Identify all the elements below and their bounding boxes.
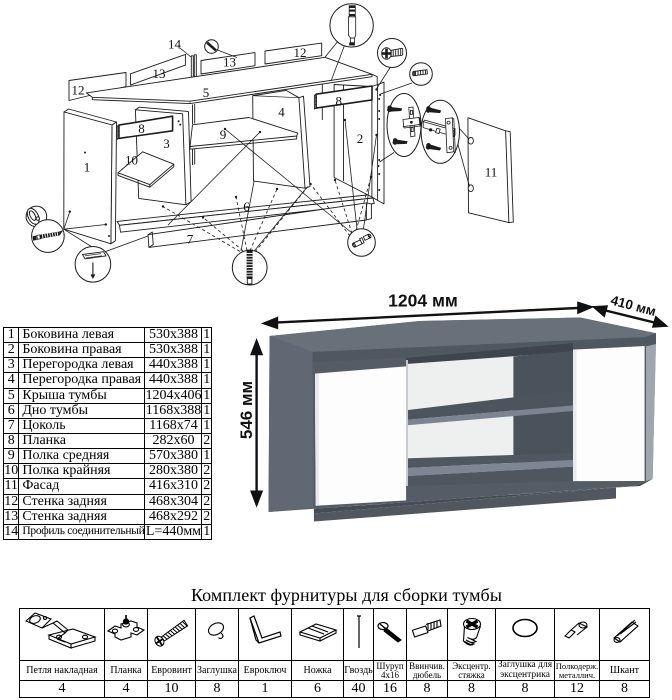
svg-text:3: 3 (163, 136, 170, 151)
svg-text:13: 13 (153, 66, 166, 81)
svg-text:546 мм: 546 мм (240, 381, 256, 439)
svg-text:8: 8 (138, 121, 145, 136)
svg-text:1204 мм: 1204 мм (388, 291, 458, 311)
svg-text:9: 9 (220, 127, 227, 142)
svg-text:5: 5 (203, 85, 210, 100)
svg-text:410 мм: 410 мм (609, 293, 658, 319)
svg-text:6: 6 (243, 199, 250, 214)
svg-text:14: 14 (168, 37, 182, 52)
svg-text:1: 1 (84, 160, 91, 175)
svg-text:8: 8 (336, 94, 343, 109)
svg-text:10: 10 (125, 153, 138, 168)
svg-text:4: 4 (278, 105, 285, 120)
svg-text:13: 13 (223, 55, 236, 70)
svg-text:11: 11 (485, 165, 498, 180)
svg-text:12: 12 (72, 83, 85, 98)
svg-text:12: 12 (294, 45, 307, 60)
svg-text:7: 7 (187, 232, 194, 247)
svg-text:2: 2 (357, 131, 364, 146)
